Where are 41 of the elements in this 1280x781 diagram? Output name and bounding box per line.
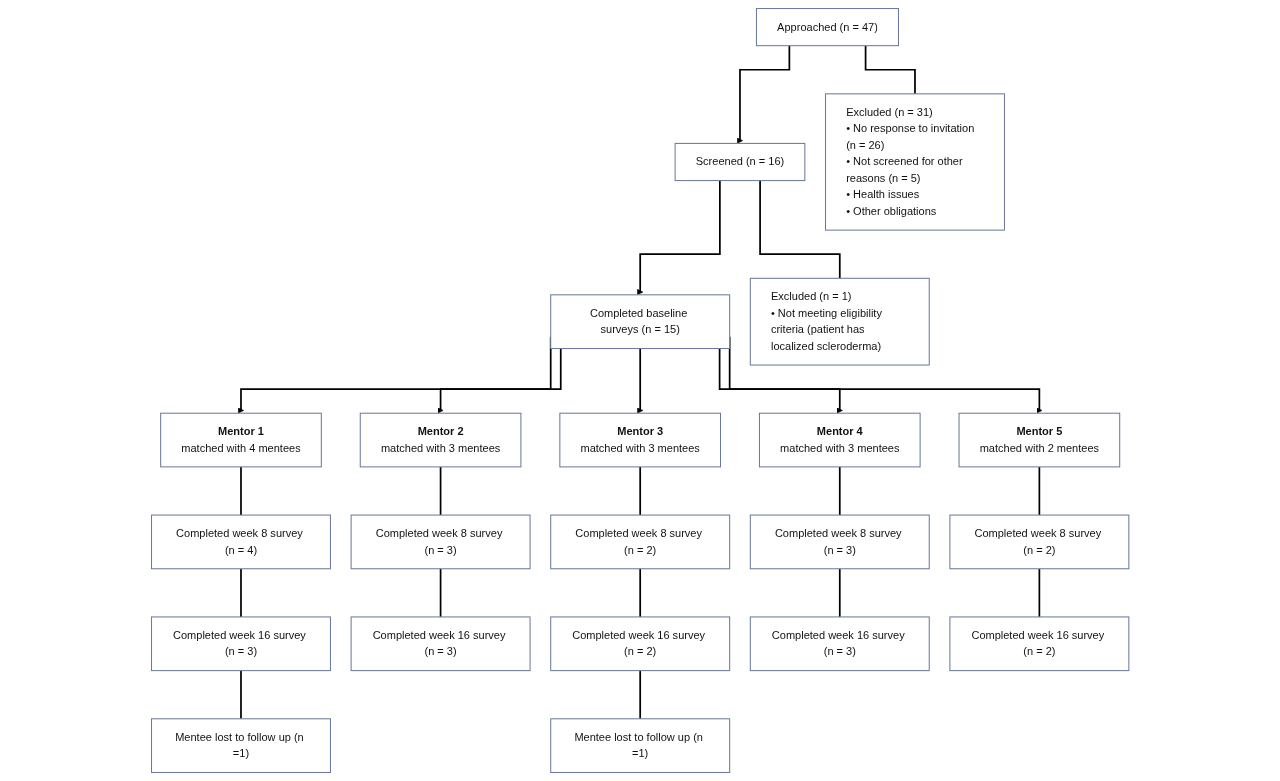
connector xyxy=(639,669,641,720)
node-box: Completed baseline surveys (n = 15) xyxy=(550,294,730,350)
node-box: Completed week 8 survey (n = 4) xyxy=(150,514,331,570)
node-box: Completed week 16 survey (n = 2) xyxy=(550,616,730,672)
node-box: Screened (n = 16) xyxy=(674,142,806,182)
node-box: Completed week 8 survey (n = 2) xyxy=(949,514,1130,570)
connector xyxy=(1038,466,1041,516)
connector xyxy=(639,567,641,618)
node-box: Excluded (n = 1) • Not meeting eligibility criteria (patient has localized scleroderma) xyxy=(749,277,930,366)
arrow xyxy=(437,347,562,414)
connector xyxy=(864,44,916,95)
connector xyxy=(759,179,841,280)
node-box: Mentor 4 matched with 3 mentees xyxy=(758,412,921,468)
connector xyxy=(1038,567,1041,618)
node-box: Completed week 16 survey (n = 3) xyxy=(150,616,331,672)
arrow xyxy=(718,347,843,414)
node-box: Completed week 16 survey (n = 3) xyxy=(749,616,930,672)
arrow xyxy=(736,44,791,144)
node-box: Mentor 3 matched with 3 mentees xyxy=(559,412,721,468)
connector xyxy=(439,466,442,516)
connector xyxy=(239,567,242,618)
connector xyxy=(838,567,841,618)
node-box: Mentor 1 matched with 4 mentees xyxy=(159,412,322,468)
node-box: Mentor 2 matched with 3 mentees xyxy=(359,412,522,468)
connector xyxy=(439,567,442,618)
node-box: Mentee lost to follow up (n =1) xyxy=(150,718,331,773)
node-box: Mentee lost to follow up (n =1) xyxy=(550,718,730,773)
node-box: Completed week 16 survey (n = 3) xyxy=(350,616,531,672)
node-box: Completed week 16 survey (n = 2) xyxy=(949,616,1130,672)
connector xyxy=(639,466,641,516)
connector xyxy=(239,669,242,720)
connector xyxy=(239,466,242,516)
node-box: Mentor 5 matched with 2 mentees xyxy=(958,412,1121,468)
node-box: Approached (n = 47) xyxy=(755,8,899,47)
arrow xyxy=(636,347,643,414)
node-box: Completed week 8 survey (n = 2) xyxy=(550,514,730,570)
arrow xyxy=(636,179,721,296)
connector xyxy=(838,466,841,516)
node-box: Completed week 8 survey (n = 3) xyxy=(749,514,930,570)
node-box: Excluded (n = 31) • No response to invitation (n = 26) • Not screened for other reasons (n = 5) • Health issues • Other obligations xyxy=(824,93,1005,231)
node-box: Completed week 8 survey (n = 3) xyxy=(350,514,531,570)
